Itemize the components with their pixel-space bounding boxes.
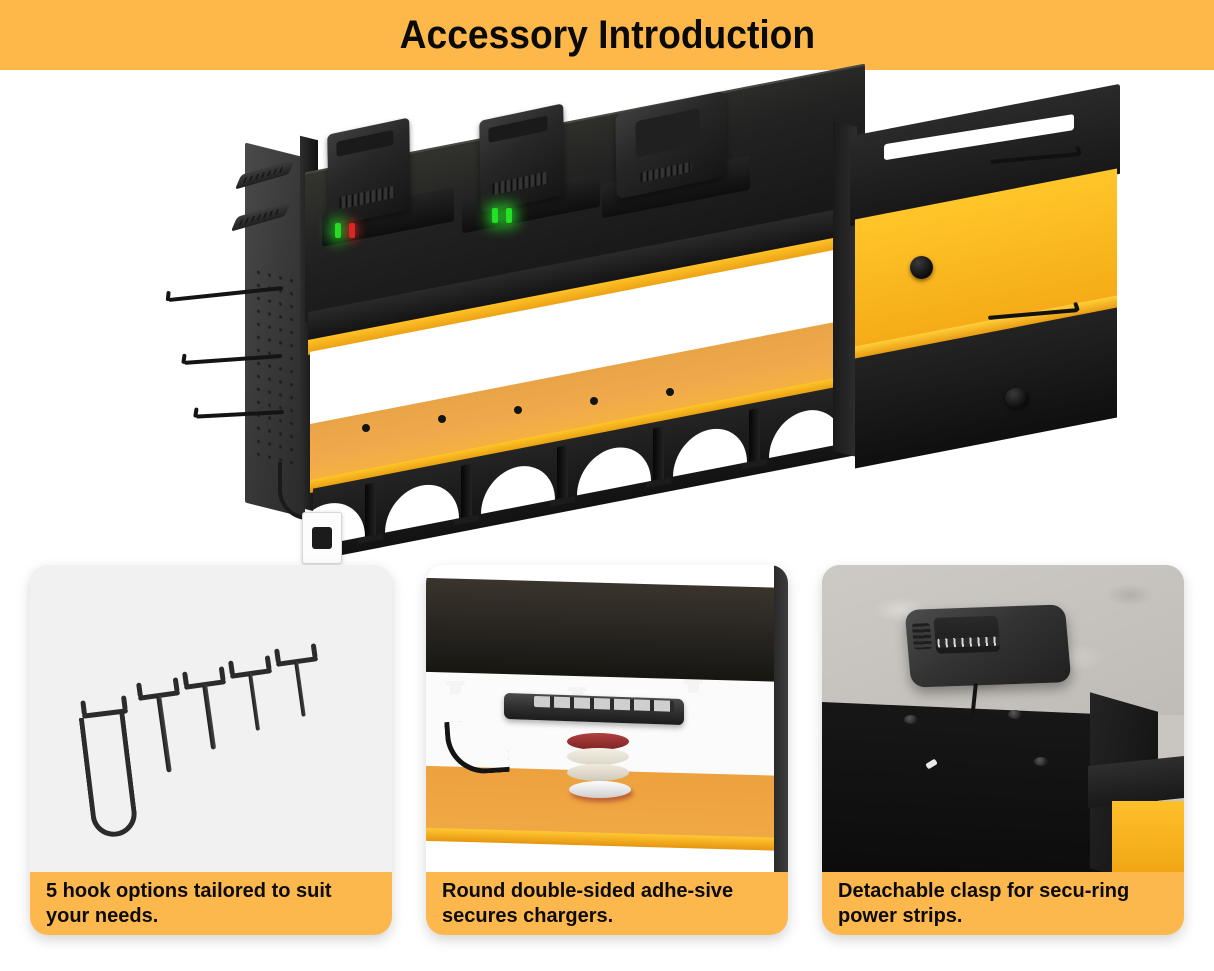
scallop-cutout-3 [481,459,555,514]
hook-shank-5 [294,660,306,717]
shelf-rivet-5 [666,388,674,396]
caption-text-clasp: Detachable clasp for secu-ring power str… [838,880,1130,927]
page-title: Accessory Introduction [399,12,815,57]
battery-charger-1 [327,117,411,227]
feature-card-hooks[interactable]: 5 hook options tailored to suit your nee… [30,565,392,935]
wall-outlet [302,512,342,564]
charger-led-green-2a [492,208,498,223]
feature-card-clasp[interactable]: Detachable clasp for secu-ring power str… [822,565,1184,935]
charger-led-red-1 [349,223,355,238]
product-assembly [150,63,1120,564]
cabinet-right-post [774,565,788,872]
black-mounting-panel [822,701,1110,872]
shelf-rivet-2 [438,415,446,423]
feature-cards-row: 5 hook options tailored to suit your nee… [0,565,1214,971]
header-banner: Accessory Introduction [0,0,1214,70]
charger-vents-2 [492,171,548,196]
power-cord [278,462,324,520]
hook-shank-2 [156,694,172,773]
adhesive-disc-white-2 [567,764,629,781]
charger-cap-3 [635,108,700,158]
caption-text-adhesive: Round double-sided adhe-sive secures cha… [442,880,734,927]
drill-divider-2 [461,463,472,520]
power-strip-sockets [534,695,674,712]
panel-screw-1 [904,715,918,724]
scallop-cutout-6 [769,403,843,459]
caption-band-hooks: 5 hook options tailored to suit your nee… [30,872,392,935]
power-strip-adhesive-photo [426,565,788,872]
shelf-rivet-1 [362,424,370,432]
clasp-ribs [911,623,933,650]
adhesive-disc-red-1 [567,733,629,750]
charger-cap-1 [336,129,395,157]
adhesive-disc-white-1 [567,748,629,765]
drill-divider-3 [557,445,568,502]
feature-card-adhesive[interactable]: Round double-sided adhe-sive secures cha… [426,565,788,935]
clip-nub-1 [446,681,465,694]
yellow-panel-edge [1112,801,1184,872]
hook-shank-4 [248,672,261,731]
clip-nub-3 [684,680,703,693]
battery-charger-2 [479,103,565,213]
charger-led-green-2b [506,208,512,223]
drill-divider-1 [365,482,376,539]
detachable-clasp [904,604,1072,688]
clasp-center-block [933,615,1001,654]
charger-cap-2 [488,115,548,143]
panel-screw-2 [1008,710,1022,719]
panel-screw-3 [1034,757,1048,766]
clip-nub-2 [568,687,587,700]
shelf-rivet-3 [514,406,522,414]
carry-handle-cutout [884,114,1074,161]
scallop-cutout-4 [577,440,651,496]
detachable-clasp-photo [822,565,1184,872]
hero-product-image [0,63,1214,564]
caption-text-hooks: 5 hook options tailored to suit your nee… [46,880,332,927]
cabinet-drawer-knob [1005,388,1029,408]
hook-u-long [78,712,140,840]
cabinet-door-knob [910,256,933,279]
scallop-cutout-5 [673,422,747,477]
adhesive-disc-applied [569,781,631,798]
drill-divider-4 [653,426,664,483]
scallop-cutout-2 [385,478,459,533]
charger-led-green-1 [335,223,341,238]
caption-band-adhesive: Round double-sided adhe-sive secures cha… [426,872,788,935]
drill-divider-5 [749,407,760,464]
pegboard-holes [253,264,297,466]
pegboard-hooks-photo [30,565,392,872]
caption-band-clasp: Detachable clasp for secu-ring power str… [822,872,1184,935]
shelf-rivet-4 [590,397,598,405]
charger-vents-3 [640,161,692,183]
shelf-underside [426,577,788,685]
charger-vents-1 [339,186,395,210]
hook-shank-3 [202,683,217,750]
